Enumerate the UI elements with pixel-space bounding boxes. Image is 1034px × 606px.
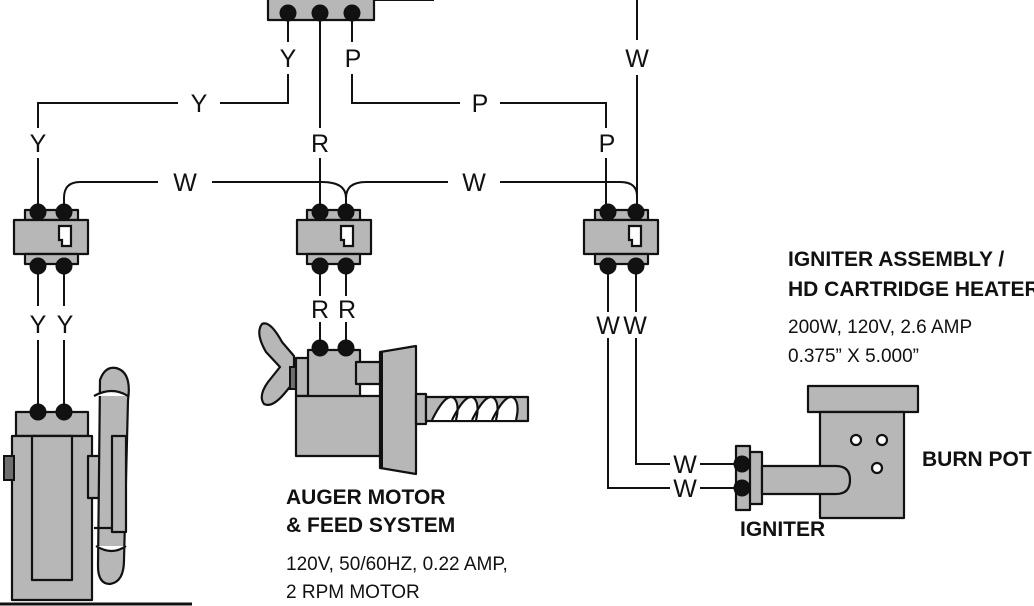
wire-y-mid-a bbox=[220, 74, 289, 104]
wire-y-mid-b bbox=[37, 102, 178, 128]
igniter-assembly-title-2: HD CARTRIDGE HEATER bbox=[788, 278, 1034, 301]
auger-motor-base bbox=[294, 394, 386, 458]
fan-side-plate bbox=[110, 434, 128, 534]
auger-motor-illustration bbox=[258, 322, 530, 476]
wire-w-bridge-a bbox=[63, 181, 158, 212]
connector-middle-pin bbox=[311, 257, 329, 275]
wire-label-group: Y P W Y P Y R P W W Y Y R R W W W W bbox=[30, 45, 698, 503]
wire-label-ign-lead-w1: W bbox=[673, 451, 697, 479]
auger-caption: AUGER MOTOR & FEED SYSTEM 120V, 50/60HZ,… bbox=[286, 486, 508, 603]
auger-spec-2: 2 RPM MOTOR bbox=[286, 582, 420, 603]
igniter-assembly-spec-1: 200W, 120V, 2.6 AMP bbox=[788, 317, 972, 338]
connector-right-latch bbox=[627, 224, 643, 248]
top-connector bbox=[266, 0, 434, 22]
fan-motor-side-knob bbox=[3, 455, 15, 481]
wire-label-bridge-w-right: W bbox=[462, 169, 486, 197]
burn-pot-hole bbox=[870, 461, 884, 475]
connector-right-pin bbox=[627, 257, 645, 275]
connector-middle-pin bbox=[337, 203, 355, 221]
connector-middle-body bbox=[295, 218, 373, 256]
connector-left-pin bbox=[29, 257, 47, 275]
connector-left-body bbox=[12, 218, 90, 256]
burn-pot-hole bbox=[849, 433, 863, 447]
fan-terminal bbox=[29, 403, 47, 421]
connector-left-pin bbox=[55, 203, 73, 221]
connector-middle bbox=[295, 203, 373, 275]
connector-right-bottom-rail bbox=[593, 252, 650, 266]
auger-terminal bbox=[337, 339, 355, 357]
wire-w-bridge-d bbox=[500, 181, 638, 197]
auger-title-1: AUGER MOTOR bbox=[286, 486, 445, 509]
wire-ign-w2-b bbox=[635, 338, 670, 465]
connector-right-pin bbox=[599, 257, 617, 275]
auger-shaft bbox=[354, 360, 384, 386]
igniter-assembly-title-1: IGNITER ASSEMBLY / bbox=[788, 248, 1004, 271]
burn-pot-hole bbox=[875, 433, 889, 447]
wire-p-mid-a bbox=[351, 74, 460, 104]
auger-flange bbox=[378, 344, 418, 476]
fan-motor-inner bbox=[30, 434, 74, 582]
connector-right-body bbox=[582, 218, 660, 256]
fan-motor-cap bbox=[14, 410, 90, 438]
wire-label-right-p: P bbox=[599, 130, 616, 158]
wire-ign-w1-b bbox=[607, 338, 670, 489]
auger-terminal bbox=[311, 339, 329, 357]
auger-title-2: & FEED SYSTEM bbox=[286, 514, 455, 537]
connector-left-bottom-rail bbox=[23, 252, 80, 266]
igniter-assembly-caption: IGNITER ASSEMBLY / HD CARTRIDGE HEATER 2… bbox=[788, 248, 1034, 367]
wire-w-bridge-c bbox=[345, 181, 448, 199]
connector-right bbox=[582, 203, 660, 275]
wire-label-top-p: P bbox=[345, 45, 362, 73]
connector-middle-pin bbox=[311, 203, 329, 221]
connector-left-latch bbox=[57, 224, 73, 248]
connector-right-pin bbox=[599, 203, 617, 221]
combustion-fan-illustration bbox=[3, 366, 130, 602]
igniter-rod bbox=[760, 464, 852, 496]
fan-terminal bbox=[55, 403, 73, 421]
wire-label-mid-r: R bbox=[311, 130, 329, 158]
connector-left-pin bbox=[29, 203, 47, 221]
wire-label-top-y: Y bbox=[280, 45, 297, 73]
connector-middle-pin bbox=[337, 257, 355, 275]
wire-label-bridge-w-left: W bbox=[173, 169, 197, 197]
burn-pot-rim bbox=[806, 384, 920, 414]
wires bbox=[0, 0, 742, 606]
connector-middle-latch bbox=[339, 224, 355, 248]
wire-label-ign-lead-w2: W bbox=[673, 475, 697, 503]
connector-right-pin bbox=[627, 203, 645, 221]
igniter-terminal bbox=[733, 479, 751, 497]
igniter-label: IGNITER bbox=[740, 518, 825, 541]
igniter-illustration bbox=[733, 444, 852, 512]
wire-label-ign-w1: W bbox=[596, 312, 620, 340]
wire-label-fan-y1: Y bbox=[30, 311, 47, 339]
burn-pot-illustration bbox=[806, 384, 920, 520]
wire-label-auger-r1: R bbox=[311, 296, 329, 324]
wire-label-ign-w2: W bbox=[623, 312, 647, 340]
auger-coupling bbox=[414, 392, 428, 426]
auger-wing-nut bbox=[258, 322, 296, 406]
igniter-terminal bbox=[733, 455, 751, 473]
wire-label-left-y: Y bbox=[30, 130, 47, 158]
burn-pot-label: BURN POT bbox=[922, 448, 1032, 471]
wire-label-mid-y: Y bbox=[191, 90, 208, 118]
auger-screw-flights bbox=[431, 395, 519, 421]
wire-label-top-w: W bbox=[625, 45, 649, 73]
igniter-assembly-spec-2: 0.375” X 5.000” bbox=[788, 346, 919, 367]
connector-left bbox=[12, 203, 90, 275]
auger-spec-1: 120V, 50/60HZ, 0.22 AMP, bbox=[286, 554, 508, 575]
wire-label-fan-y2: Y bbox=[57, 311, 74, 339]
wire-p-mid-b bbox=[500, 102, 607, 128]
connector-left-pin bbox=[55, 257, 73, 275]
wire-label-mid-p: P bbox=[472, 90, 489, 118]
connector-middle-bottom-rail bbox=[305, 252, 362, 266]
wire-label-auger-r2: R bbox=[338, 296, 356, 324]
